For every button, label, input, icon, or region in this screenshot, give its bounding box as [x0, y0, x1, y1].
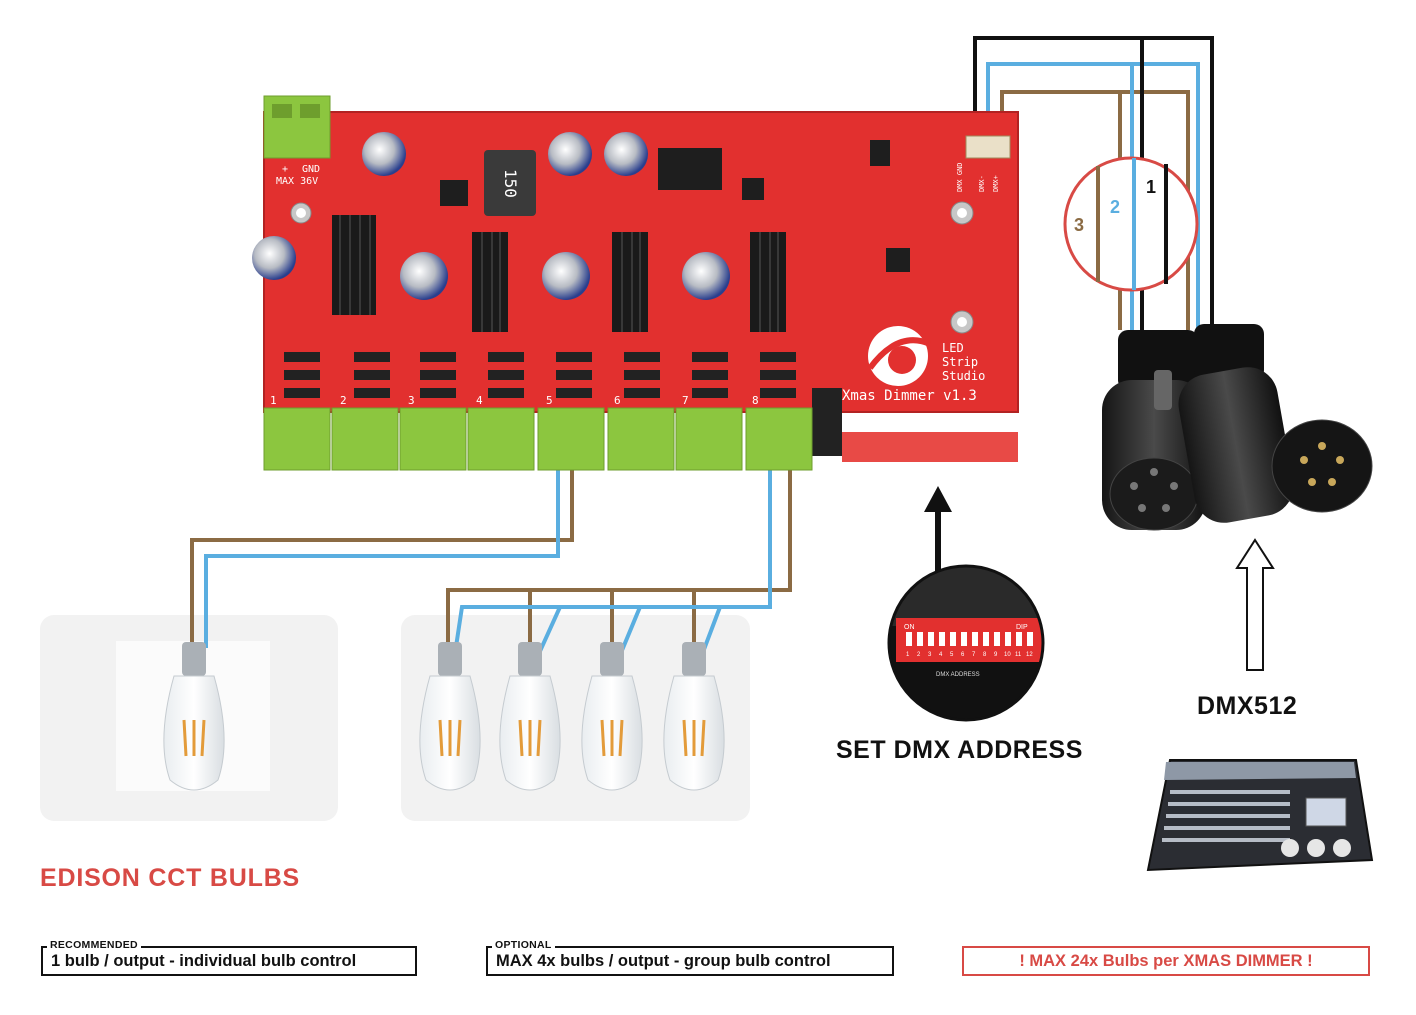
- dip-num-7: 7: [972, 652, 976, 658]
- output-2: 2: [340, 394, 347, 407]
- dip-num-6: 6: [961, 652, 965, 658]
- max-bulbs-warning: ! MAX 24x Bulbs per XMAS DIMMER !: [962, 946, 1370, 976]
- wire-label-1: 1: [1146, 177, 1156, 197]
- optional-note: OPTIONAL MAX 4x bulbs / output - group b…: [486, 939, 894, 976]
- dmx-pin-plus: DMX+: [992, 175, 1000, 192]
- logo-line-1: LED: [942, 341, 964, 355]
- dmx-board-connector: [965, 135, 1011, 159]
- power-gnd-label: GND: [302, 164, 320, 175]
- bulb-single: [163, 642, 225, 791]
- recommended-tag: RECOMMENDED: [47, 939, 141, 952]
- wire-zoom-circle: 1 2 3: [1063, 156, 1199, 292]
- group-bulbs-wires: [446, 470, 792, 661]
- xlr-female-connector: [1102, 330, 1206, 531]
- heatsinks: [332, 215, 786, 332]
- output-7: 7: [682, 394, 689, 407]
- dmx-pin-minus: DMX-: [978, 175, 986, 192]
- led-strip-studio-logo: LED Strip Studio: [867, 326, 985, 386]
- wire-label-2: 2: [1110, 197, 1120, 217]
- dip-num-2: 2: [917, 652, 921, 658]
- bulb-group-3: [581, 642, 643, 791]
- dip-num-11: 11: [1015, 652, 1022, 658]
- board-model-label: Xmas Dimmer v1.3: [842, 388, 977, 404]
- dip-num-12: 12: [1026, 652, 1033, 658]
- optional-tag: OPTIONAL: [492, 939, 555, 952]
- bulbs-title: EDISON CCT BULBS: [40, 864, 301, 892]
- bulb-group-1: [419, 642, 481, 791]
- output-6: 6: [614, 394, 621, 407]
- xlr-male-connector: [1178, 324, 1373, 523]
- logo-line-3: Studio: [942, 369, 985, 383]
- dip-dip-label: DIP: [1016, 624, 1028, 631]
- group-bulbs-panel: [401, 615, 750, 821]
- power-plus-label: +: [282, 164, 288, 175]
- dip-num-3: 3: [928, 652, 932, 658]
- set-dmx-address-label: SET DMX ADDRESS: [836, 736, 1083, 764]
- dmx-console: [1146, 759, 1374, 872]
- dip-num-5: 5: [950, 652, 954, 658]
- inductor: [484, 150, 536, 216]
- dip-switch-zoom: ON DIP 1 2 3 4 5 6 7 8 9 10 11 12 DMX AD…: [887, 564, 1045, 722]
- dip-num-9: 9: [994, 652, 998, 658]
- dmx512-arrow: [1235, 538, 1275, 671]
- recommended-note: RECOMMENDED 1 bulb / output - individual…: [41, 939, 417, 976]
- output-1: 1: [270, 394, 277, 407]
- bulb-group-4: [663, 642, 725, 791]
- dimmer-pcb: + GND MAX 36V 150: [252, 95, 1019, 471]
- recommended-text: 1 bulb / output - individual bulb contro…: [51, 952, 357, 970]
- output-3: 3: [408, 394, 415, 407]
- logo-line-2: Strip: [942, 355, 978, 369]
- output-terminals: [263, 407, 813, 471]
- dip-num-8: 8: [983, 652, 987, 658]
- wire-label-3: 3: [1074, 215, 1084, 235]
- dip-num-10: 10: [1004, 652, 1011, 658]
- bulb-group-2: [499, 642, 561, 791]
- power-max-label: MAX 36V: [276, 176, 318, 187]
- dip-num-1: 1: [906, 652, 910, 658]
- dip-caption: DMX ADDRESS: [936, 672, 980, 678]
- single-bulb-wires: [190, 470, 574, 648]
- output-5: 5: [546, 394, 553, 407]
- dip-num-4: 4: [939, 652, 943, 658]
- output-4: 4: [476, 394, 483, 407]
- output-8: 8: [752, 394, 759, 407]
- optional-text: MAX 4x bulbs / output - group bulb contr…: [496, 952, 831, 970]
- edison-bulbs: [163, 642, 725, 791]
- inductor-label: 150: [501, 169, 520, 198]
- max-bulbs-text: ! MAX 24x Bulbs per XMAS DIMMER !: [1019, 952, 1313, 970]
- dmx-pin-gnd: DMX GND: [956, 162, 964, 192]
- dip-switch-header: [842, 432, 1018, 462]
- capacitors: [252, 132, 730, 300]
- dmx512-label: DMX512: [1197, 692, 1298, 720]
- dip-on-label: ON: [904, 624, 915, 631]
